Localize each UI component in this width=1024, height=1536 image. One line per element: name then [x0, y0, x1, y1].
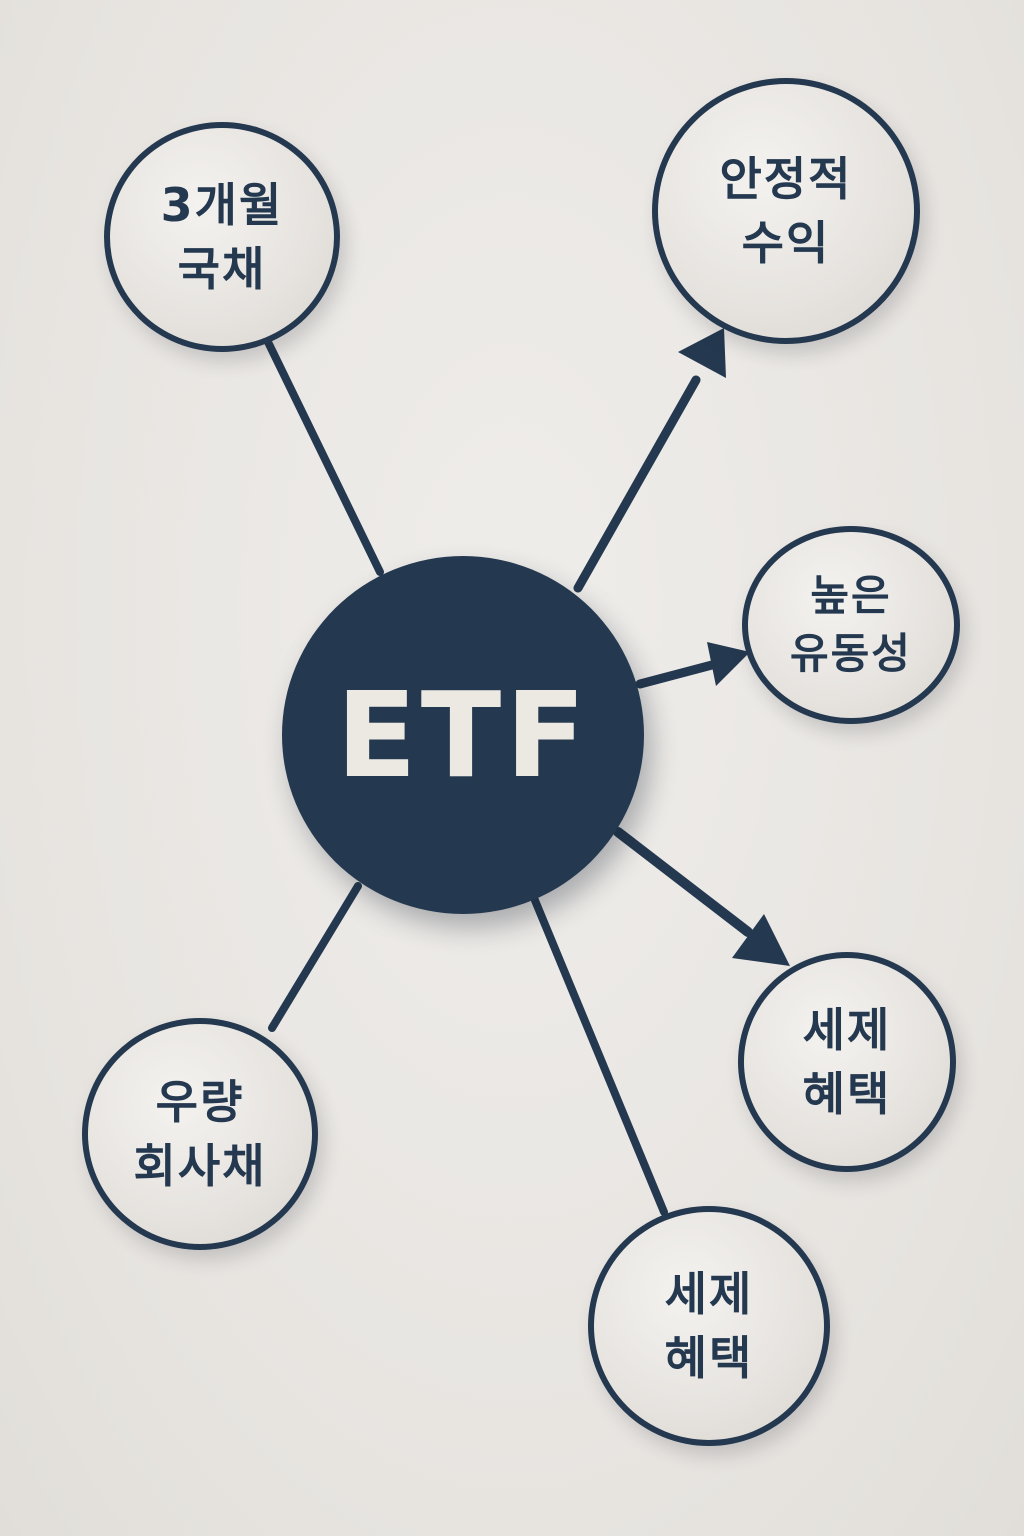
hub-etf-label: ETF: [336, 666, 590, 804]
arrowhead-tax-benefit-right: [732, 914, 790, 966]
node-stable-return-label: 안정적 수익: [720, 147, 853, 275]
node-stable-return-line2: 수익: [741, 216, 831, 270]
node-stable-return-line1: 안정적: [719, 152, 853, 206]
link-tax-benefit-bottom: [530, 894, 668, 1216]
node-tax-benefit-right: 세제 혜택: [738, 952, 956, 1172]
node-3-month-treasury-line1: 3개월: [160, 178, 284, 232]
arrow-liquidity: [635, 660, 717, 689]
node-tax-benefit-bottom-line2: 혜택: [664, 1331, 754, 1385]
node-high-liquidity: 높은 유동성: [742, 526, 960, 724]
node-quality-corporate-bond: 우량 회사채: [82, 1018, 318, 1250]
arrowhead-liquidity: [707, 642, 750, 686]
arrow-stable-return: [573, 375, 701, 593]
node-high-liquidity-line1: 높은: [810, 571, 892, 620]
node-tax-benefit-right-label: 세제 혜택: [803, 998, 892, 1126]
hub-etf: ETF: [282, 556, 644, 914]
node-high-liquidity-label: 높은 유동성: [790, 567, 912, 683]
node-3-month-treasury: 3개월 국채: [104, 122, 340, 352]
node-tax-benefit-right-line2: 혜택: [802, 1067, 892, 1121]
node-tax-benefit-bottom-label: 세제 혜택: [665, 1262, 754, 1390]
link-corporate-bond: [268, 882, 362, 1032]
arrowhead-stable-return: [678, 328, 726, 378]
node-quality-corporate-bond-label: 우량 회사채: [134, 1070, 267, 1198]
node-3-month-treasury-label: 3개월 국채: [161, 173, 284, 301]
arrow-tax-benefit-right: [613, 827, 753, 937]
node-high-liquidity-line2: 유동성: [790, 629, 912, 678]
node-tax-benefit-right-line1: 세제: [802, 1003, 892, 1057]
node-tax-benefit-bottom: 세제 혜택: [588, 1206, 830, 1446]
node-3-month-treasury-line2: 국채: [177, 242, 267, 296]
node-tax-benefit-bottom-line1: 세제: [664, 1267, 754, 1321]
link-treasury: [264, 338, 384, 576]
node-quality-corporate-bond-line2: 회사채: [133, 1139, 267, 1193]
node-stable-return: 안정적 수익: [652, 78, 920, 344]
node-quality-corporate-bond-line1: 우량: [155, 1075, 245, 1129]
